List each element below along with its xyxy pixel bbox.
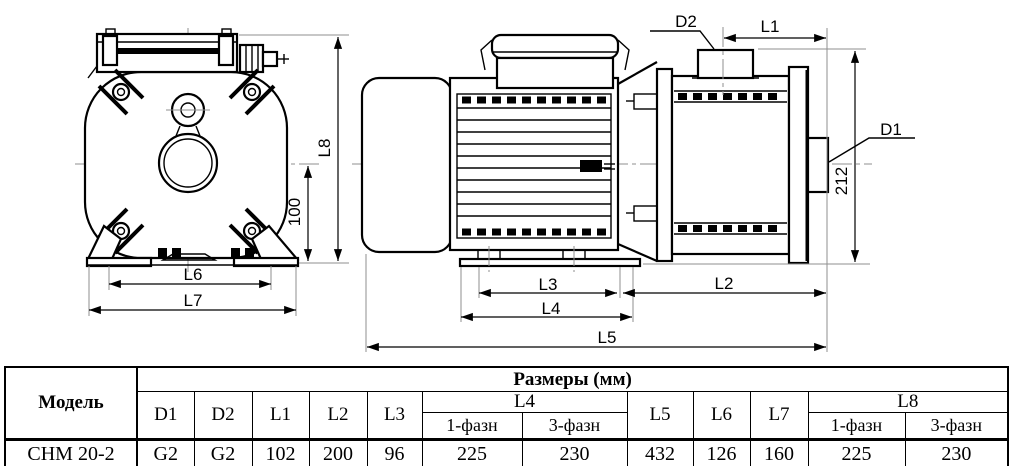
dim-label-l1: L1: [761, 17, 780, 36]
col-header-l8: L8: [807, 391, 1009, 413]
dimensional-drawing: L8 100 L6 L7: [75, 12, 915, 352]
col-header-l4: L4: [421, 391, 628, 413]
col-header-l6: L6: [692, 391, 751, 440]
col-header-d2: D2: [193, 391, 253, 440]
dim-label-d2: D2: [675, 12, 697, 31]
header-sizes: Размеры (мм): [136, 366, 1009, 392]
subheader-l4-3phase: 3-фазн: [521, 412, 628, 440]
pump-head: [655, 48, 830, 265]
dim-label-l6: L6: [184, 265, 203, 284]
value-l3: 96: [366, 438, 423, 466]
corner-clamps: [97, 68, 276, 255]
side-dimensions: D2 L1 D1 212 L3 L2 L4 L5: [365, 12, 915, 352]
dim-label-l3: L3: [539, 275, 558, 294]
front-dimensions: L8 100 L6 L7: [88, 34, 349, 316]
motor-body: [448, 76, 620, 252]
adapter-bracket: [617, 61, 659, 263]
value-l6: 126: [692, 438, 751, 466]
value-l7: 160: [749, 438, 809, 466]
mounting-feet-side: [458, 246, 642, 272]
value-l4-3phase: 230: [521, 438, 628, 466]
col-header-l2: L2: [308, 391, 368, 440]
dim-label-l2: L2: [715, 274, 734, 293]
side-view: D2 L1 D1 212 L3 L2 L4 L5: [352, 12, 915, 352]
value-l4-1phase: 225: [421, 438, 523, 466]
dimensions-table: Модель Размеры (мм) D1 D2 L1 L2 L3 L4 L5…: [4, 366, 1010, 466]
subheader-l8-1phase: 1-фазн: [807, 412, 906, 440]
value-model: СНМ 20-2: [4, 438, 138, 466]
value-l2: 200: [308, 438, 368, 466]
terminal-box-front: [87, 28, 239, 79]
dim-label-212: 212: [832, 167, 851, 195]
dim-label-d1: D1: [880, 120, 902, 139]
table-row: СНМ 20-2 G2 G2 102 200 96 225 230 432 12…: [4, 438, 1009, 466]
dim-label-100: 100: [285, 198, 304, 226]
fan-cover: [360, 76, 454, 254]
col-header-l7: L7: [749, 391, 809, 440]
dim-label-l4: L4: [542, 299, 561, 318]
motor-fins: [457, 107, 611, 217]
subheader-l4-1phase: 1-фазн: [421, 412, 523, 440]
dim-label-l8: L8: [315, 139, 334, 158]
col-header-l3: L3: [366, 391, 423, 440]
col-header-d1: D1: [136, 391, 195, 440]
tie-rod-bands: [674, 90, 787, 235]
suction-port: [696, 48, 755, 80]
terminal-box-side: [480, 33, 630, 90]
front-view: L8 100 L6 L7: [75, 28, 349, 316]
value-d2: G2: [193, 438, 253, 466]
priming-plug: [166, 92, 210, 137]
value-l5: 432: [626, 438, 694, 466]
value-d1: G2: [136, 438, 195, 466]
dim-label-l7: L7: [184, 291, 203, 310]
value-l8-1phase: 225: [807, 438, 906, 466]
discharge-port: [806, 136, 830, 194]
col-header-l1: L1: [251, 391, 310, 440]
value-l1: 102: [251, 438, 310, 466]
mounting-feet-front: [85, 224, 300, 268]
center-port: [157, 132, 219, 194]
value-l8-3phase: 230: [904, 438, 1009, 466]
header-model: Модель: [4, 366, 138, 440]
subheader-l8-3phase: 3-фазн: [904, 412, 1009, 440]
dim-label-l5: L5: [598, 328, 617, 347]
cable-gland: [238, 43, 289, 74]
col-header-l5: L5: [626, 391, 694, 440]
